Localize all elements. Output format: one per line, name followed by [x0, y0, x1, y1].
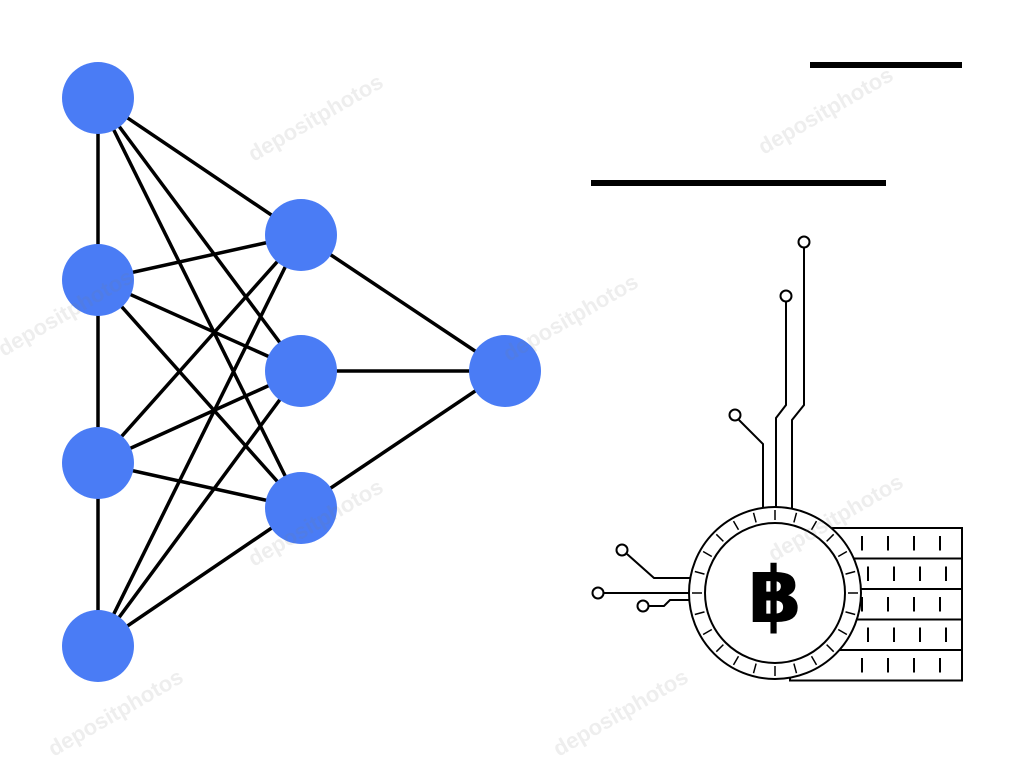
network-edge: [300, 369, 506, 510]
network-node: [265, 199, 337, 271]
coin-tick: [732, 520, 740, 531]
network-edge: [300, 233, 506, 373]
coin-tick: [845, 570, 856, 575]
circuit-traces-icon: [591, 235, 811, 613]
network-edge: [96, 278, 303, 510]
coin-tick: [793, 512, 798, 523]
network-edge: [96, 97, 303, 509]
coin-tick: [702, 628, 713, 636]
network-node: [469, 335, 541, 407]
coin-tick: [837, 550, 848, 558]
circuit-terminal: [591, 586, 605, 600]
coin-tick: [732, 655, 740, 666]
coin-tick: [715, 533, 724, 542]
circuit-trace: [648, 599, 689, 607]
bitcoin-symbol: ฿: [748, 551, 802, 641]
illustration: ฿: [62, 62, 963, 682]
circuit-trace: [738, 419, 764, 508]
network-edge: [96, 96, 303, 373]
coin-tick: [810, 655, 818, 666]
coin-tick: [810, 520, 818, 531]
circuit-terminal: [636, 599, 650, 613]
network-node: [62, 62, 134, 134]
coin-tick: [837, 628, 848, 636]
coin-tick: [752, 512, 757, 523]
network-edge: [97, 278, 302, 373]
network-edge: [97, 369, 302, 465]
network-node: [265, 335, 337, 407]
circuit-trace: [791, 248, 805, 508]
network-edge: [97, 96, 302, 237]
coin-tick: [702, 550, 713, 558]
coin-tick: [694, 570, 705, 575]
coin-tick: [715, 644, 724, 653]
coin-tick: [826, 533, 835, 542]
circuit-trace: [626, 553, 690, 579]
coin-inner-ring: [704, 522, 846, 664]
network-edge: [96, 233, 303, 465]
network-node: [62, 610, 134, 682]
circuit-trace: [775, 302, 787, 508]
title-bars: [591, 62, 962, 186]
coin-ticks: [692, 510, 858, 676]
coin-tick: [826, 644, 835, 653]
network-node: [62, 244, 134, 316]
coin-tick: [752, 663, 757, 674]
circuit-terminal: [728, 408, 742, 422]
bitcoin-coin-icon: ฿: [688, 506, 862, 680]
circuit-terminal: [779, 289, 793, 303]
network-edge: [96, 234, 303, 647]
coin-tick: [694, 611, 705, 616]
network-node: [265, 472, 337, 544]
coin-tick: [793, 663, 798, 674]
network-edge: [97, 506, 302, 648]
neural-network-nodes: [62, 62, 541, 682]
network-node: [62, 427, 134, 499]
coin-tick: [845, 611, 856, 616]
circuit-terminal: [615, 543, 629, 557]
circuit-terminal: [797, 235, 811, 249]
network-edge: [96, 369, 303, 648]
